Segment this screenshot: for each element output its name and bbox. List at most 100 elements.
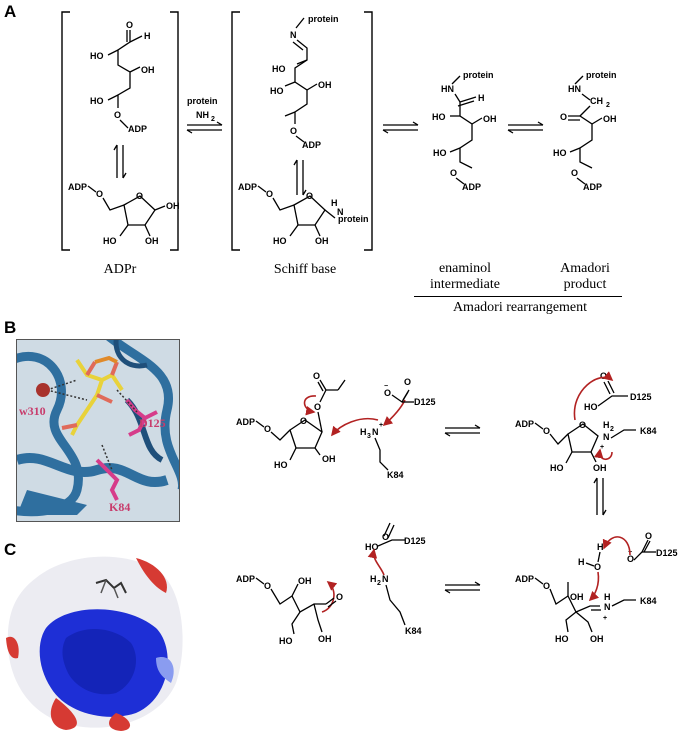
svg-text:O: O — [300, 416, 307, 426]
svg-text:HO: HO — [279, 636, 293, 646]
svg-text:+: + — [379, 422, 383, 429]
svg-text:O: O — [543, 581, 550, 591]
svg-text:K84: K84 — [387, 470, 404, 480]
svg-text:K84: K84 — [405, 626, 422, 636]
svg-text:ADP: ADP — [515, 419, 534, 429]
svg-text:OH: OH — [590, 634, 604, 644]
svg-text:+: + — [603, 615, 607, 622]
svg-text:HO: HO — [273, 236, 287, 246]
svg-text:protein: protein — [187, 96, 218, 106]
svg-text:ADP: ADP — [236, 417, 255, 427]
svg-text:HO: HO — [584, 402, 598, 412]
mech-step4-d125: O HO D125 — [365, 523, 426, 552]
svg-text:H: H — [360, 427, 367, 437]
svg-text:HO: HO — [433, 148, 447, 158]
svg-text:K84: K84 — [640, 596, 657, 606]
eq-arrow-back-a2 — [383, 130, 418, 133]
svg-text:O: O — [543, 426, 550, 436]
svg-text:O: O — [264, 581, 271, 591]
adpr-ring: ADP O O OH HO OH — [68, 182, 180, 246]
bracket-adpr-right — [170, 12, 178, 250]
svg-text:H: H — [578, 557, 585, 567]
eq-arrow-forward-b3 — [445, 582, 480, 585]
mech-step4-k84: H 2 N K84 — [370, 574, 422, 636]
svg-text:H: H — [597, 542, 604, 552]
svg-text:O: O — [645, 531, 652, 541]
svg-text:HO: HO — [103, 236, 117, 246]
svg-text:OH: OH — [145, 236, 159, 246]
svg-text:O: O — [560, 112, 567, 122]
svg-text:OH: OH — [483, 114, 497, 124]
svg-text:H: H — [604, 592, 611, 602]
eq-arrow-forward-b1 — [445, 425, 480, 428]
svg-text:OH: OH — [603, 114, 617, 124]
mech-step2-d125: O HO D125 — [584, 371, 652, 412]
mech-arrow-3a — [604, 537, 630, 555]
svg-text:H: H — [478, 93, 485, 103]
mech-arrow-2a — [574, 377, 612, 420]
svg-text:O: O — [594, 562, 601, 572]
bracket-adpr-left — [62, 12, 70, 250]
svg-text:HO: HO — [90, 51, 104, 61]
mech-step1-k84: H 3 N + K84 — [360, 422, 404, 480]
svg-text:2: 2 — [377, 580, 381, 587]
mech-arrow-3b — [590, 572, 598, 600]
eq-arrow-forward-a1 — [187, 122, 222, 125]
svg-text:ADP: ADP — [583, 182, 602, 192]
svg-text:ADP: ADP — [128, 124, 147, 134]
svg-text:O: O — [264, 424, 271, 434]
mech-step1-d125: O − O D125 — [384, 377, 436, 407]
svg-text:K84: K84 — [640, 426, 657, 436]
amadori-product: protein HN CH 2 O OH HO O ADP — [553, 70, 617, 192]
svg-text:ADP: ADP — [238, 182, 257, 192]
svg-text:H: H — [603, 420, 610, 430]
svg-text:N: N — [372, 427, 379, 437]
adpr-vertical-equilibrium-icon — [114, 145, 126, 178]
svg-text:HN: HN — [568, 84, 581, 94]
svg-text:HO: HO — [553, 148, 567, 158]
svg-text:D125: D125 — [414, 397, 436, 407]
mech-step3-open-chain: ADP O OH N H + K84 HO OH — [515, 574, 657, 644]
mech-step3-water-d125: H O H O − O D125 — [578, 531, 678, 572]
svg-text:HO: HO — [365, 542, 379, 552]
svg-text:OH: OH — [315, 236, 329, 246]
svg-text:ADP: ADP — [515, 574, 534, 584]
svg-text:N: N — [603, 432, 610, 442]
svg-text:OH: OH — [318, 80, 332, 90]
svg-text:2: 2 — [211, 116, 215, 123]
eq-arrow-back-b1 — [445, 433, 480, 436]
svg-text:HO: HO — [432, 112, 446, 122]
svg-text:protein: protein — [463, 70, 494, 80]
svg-text:CH: CH — [590, 96, 603, 106]
svg-text:ADP: ADP — [68, 182, 87, 192]
svg-text:O: O — [136, 191, 143, 201]
eq-arrow-forward-a2 — [383, 122, 418, 125]
svg-text:OH: OH — [141, 65, 155, 75]
svg-text:OH: OH — [593, 463, 607, 473]
svg-text:N: N — [290, 30, 297, 40]
svg-text:protein: protein — [586, 70, 617, 80]
svg-text:protein: protein — [308, 14, 339, 24]
svg-text:O: O — [96, 189, 103, 199]
svg-text:H: H — [144, 31, 151, 41]
svg-text:O: O — [290, 126, 297, 136]
eq-arrow-forward-a3 — [508, 122, 543, 125]
mech-arrow-2b — [600, 450, 612, 459]
svg-text:N: N — [382, 574, 389, 584]
svg-text:ADP: ADP — [302, 140, 321, 150]
svg-text:HO: HO — [274, 460, 288, 470]
adpr-open-chain: O H HO OH HO O ADP — [90, 20, 155, 134]
svg-text:protein: protein — [338, 214, 369, 224]
svg-text:OH: OH — [570, 592, 584, 602]
mech-arrow-1c — [384, 400, 405, 425]
svg-text:D125: D125 — [656, 548, 678, 558]
enaminol-intermediate: protein HN H HO OH HO O ADP — [432, 70, 497, 192]
svg-text:HO: HO — [270, 86, 284, 96]
svg-text:H: H — [370, 574, 377, 584]
mech-step2-intermediate: ADP O O H 2 N + K84 HO OH — [515, 419, 657, 473]
svg-text:O: O — [314, 402, 321, 412]
svg-text:D125: D125 — [404, 536, 426, 546]
svg-text:ADP: ADP — [462, 182, 481, 192]
svg-text:OH: OH — [298, 576, 312, 586]
